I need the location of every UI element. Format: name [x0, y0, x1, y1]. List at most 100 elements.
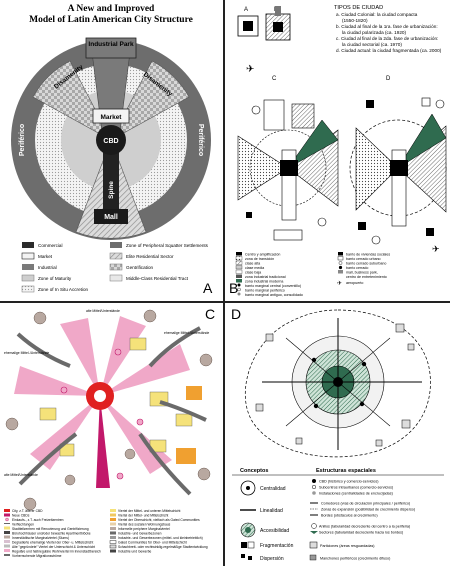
d-sub-3 [313, 403, 319, 409]
c-settlement-5 [197, 467, 211, 481]
d-centrality-icon [240, 480, 256, 496]
panel-b-city-types-diagram: A B TIPOS DE CIUDAD a. Ciudad Colonial: … [235, 5, 447, 297]
legend-b-r-swatch-3 [338, 265, 343, 270]
d-heading-concepts: Conceptos [240, 468, 268, 474]
c-settlement-3 [199, 353, 213, 367]
c-pink-sector-n2 [100, 316, 146, 396]
d-item-3-0: Particiones (áreas resguardadas) [320, 544, 375, 548]
map-c-cbd [280, 160, 298, 176]
legend-swatch-market [21, 252, 35, 260]
c-legend-swatch-8 [4, 544, 10, 548]
c-legend2-swatch-3 [110, 522, 116, 526]
map-d-cbd [390, 160, 408, 176]
map-c-industrial-wedge [287, 119, 339, 169]
cbd-label: CBD [103, 138, 118, 145]
c-shop-1 [114, 348, 122, 356]
c-legend-7: Degradierte ehemalige Viertel der Ober- … [12, 541, 93, 545]
legend-b-left-5: zona industrial tradicional [245, 275, 286, 279]
d-concept-2: Accesibilidad [260, 528, 289, 534]
legend-label-elite: Elite Residential Sector [126, 254, 174, 259]
legend-label-accretion: Zone of In Situ Accretion [38, 287, 88, 292]
panel-c: alte Mittel/Unterstände ehemalige Mittel… [0, 304, 222, 566]
legend-b-r-swatch-4 [338, 270, 343, 274]
d-ring-icon [311, 523, 317, 529]
c-yellow-block-1 [129, 337, 147, 351]
d-patch-4 [255, 403, 264, 412]
c-settlement-1 [33, 311, 47, 325]
legend-b-swatch-0 [236, 252, 242, 256]
type-line-5: la ciudad sectorial (ca. 1970) [342, 42, 402, 47]
vertical-divider [223, 0, 225, 566]
c-legend2-0: Viertel der Mittel- und unteren Mittelsc… [118, 509, 181, 513]
c-legend-swatch-0 [4, 509, 10, 512]
legend-b-left-3: clase media [245, 266, 264, 270]
periferico-left-label: Periférico [19, 124, 26, 156]
c-legend-swatch-7 [4, 540, 10, 543]
c-settlement-4 [5, 417, 19, 431]
legend-b-swatch-1 [235, 256, 243, 261]
c-shop-4 [116, 472, 124, 480]
map-d-gated-3 [358, 222, 366, 230]
legend-b-left-4: clase baja [245, 271, 261, 275]
panel-d-letter: D [231, 306, 242, 322]
c-legend2-3: Viertel des sozialen Wohnungsbaus [118, 523, 171, 527]
type-line-3: la ciudad polarizada (ca. 1920) [342, 30, 407, 35]
legend-b-r-swatch-0 [338, 252, 343, 256]
map-c-south-block [273, 229, 303, 241]
legend-swatch-squatter [110, 242, 122, 248]
c-legend-swatch-6 [4, 535, 10, 539]
panel-a-title-line1: A New and Improved [67, 4, 155, 14]
c-legend-6: Innerstädtische Marginalviertel (Slums) [12, 536, 69, 540]
legend-b-right-0: barrio de viviendas sociales [346, 253, 390, 257]
legend-b-airport-icon: ✈ [337, 280, 342, 287]
c-legend-2: Einkaufs-, z.T. auch Freizeitzentren [12, 518, 64, 522]
map-d-industrial-wedge [397, 113, 447, 169]
d-accessibility-icon-core [245, 527, 251, 533]
c-settlement-6 [23, 497, 37, 511]
c-legend2-4: Informelle periphere Marginalviertel [118, 527, 170, 531]
d-item-4-0: Manchones periféricos (crecimiento difus… [320, 557, 390, 561]
c-legend-1: Neue CBDs [12, 514, 30, 518]
mini-map-a-core [243, 21, 253, 31]
d-fragmentation-icon [241, 542, 247, 548]
c-settlement-2 [143, 309, 157, 323]
mini-map-b-axis [275, 6, 281, 16]
disamenity-right [110, 60, 190, 141]
types-title: TIPOS DE CIUDAD [334, 5, 383, 11]
c-legend-9: Reguläre und halbreguläre Wohnviertel im… [12, 550, 101, 554]
mini-map-b-core [273, 22, 283, 32]
c-legend-3: Verflechtungen [12, 523, 34, 527]
legend-label-gentrification: Gentrification [126, 265, 154, 270]
legend-b-right-1: barrio cerrado urbano [346, 257, 381, 261]
c-legend2-swatch-6 [110, 536, 116, 539]
c-legend2-swatch-8 [109, 544, 117, 549]
d-sector-icon [310, 531, 318, 534]
d-item-1-2: Bordes (obstáculos al crecimiento) [321, 514, 378, 518]
c-legend2-swatch-7 [109, 540, 117, 544]
disamenity-left [32, 60, 112, 141]
legend-b-left-2: clase alta [245, 262, 260, 266]
legend-b-swatch-6 [236, 279, 242, 283]
c-label-alt-3: ehemalige Mittel-/Unterstände [164, 331, 209, 335]
d-sub-2 [361, 361, 367, 367]
type-line-6: d. Ciudad actual: la ciudad fragmentada … [336, 48, 442, 53]
c-shop-3 [60, 386, 68, 394]
legend-b-right-4: mall, business park, [346, 271, 378, 275]
map-c-letter: C [272, 76, 277, 82]
type-line-2: b. Ciudad al final de la 1ra. fase de ur… [336, 24, 438, 29]
c-shopping-centres [60, 348, 144, 480]
d-subcentre-icon [311, 484, 317, 490]
map-d-gated-2 [421, 97, 431, 107]
legend-b-left-8: barrio marginal periférico [245, 289, 285, 293]
legend-b-left-0: Centro y amplificación [245, 253, 280, 257]
market-label: Market [101, 114, 123, 121]
d-concept-3: Fragmentación [260, 543, 294, 549]
c-yellow-block-6 [175, 413, 193, 427]
c-legend-swatch-9 [4, 549, 10, 552]
c-legend-swatch-5 [4, 531, 10, 534]
c-label-alt-4: alte Mittel/Unterstände [4, 473, 38, 477]
map-d-gated-1 [366, 100, 374, 108]
d-dispersion-icon-2 [248, 556, 252, 560]
panel-a-model-diagram: Industrial Park Disamenity Disamenity Pe… [11, 37, 211, 293]
legend-b-left-6: zona industrial moderna [245, 280, 283, 284]
